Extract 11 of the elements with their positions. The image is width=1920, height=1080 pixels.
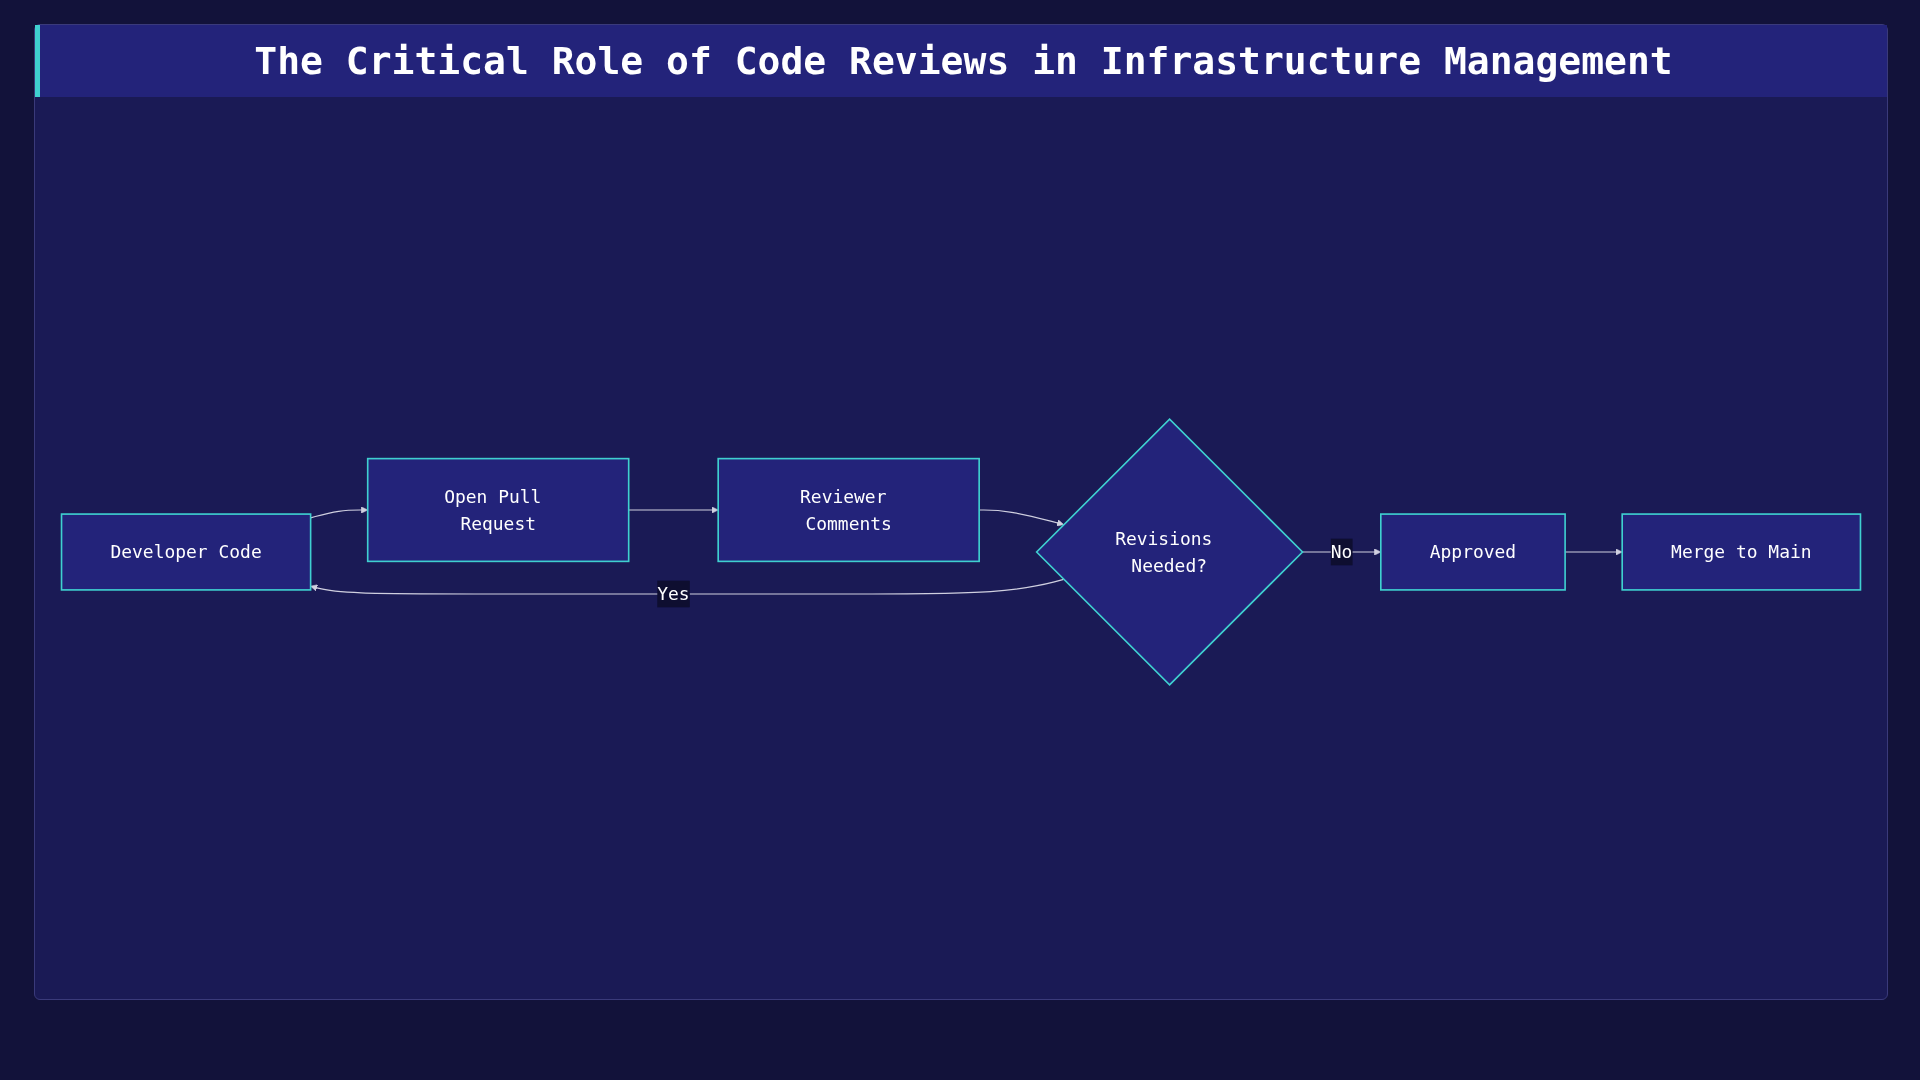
diagram-title: The Critical Role of Code Reviews in Infrastructure Management <box>35 25 1887 97</box>
arrow <box>310 578 1065 595</box>
arrow <box>628 506 719 514</box>
node-box: Reviewer Comments <box>717 457 980 563</box>
node-box: Open Pull Request <box>366 457 630 563</box>
node-box: Approved <box>1380 513 1566 591</box>
edge-label: Yes <box>657 583 690 605</box>
node-box: Merge to Main <box>1621 513 1862 591</box>
edge-label: No <box>1330 541 1353 563</box>
node-box: Developer Code <box>60 513 312 591</box>
node-diamond: Revisions Needed? <box>1035 417 1304 687</box>
